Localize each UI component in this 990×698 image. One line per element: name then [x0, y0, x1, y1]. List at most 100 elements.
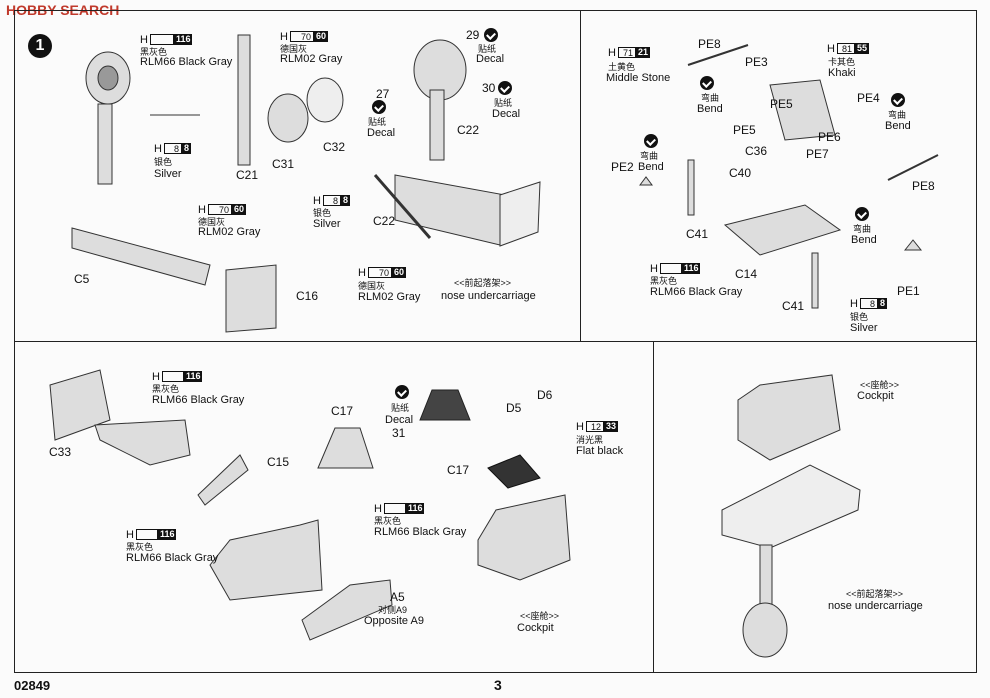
panel-overview — [653, 341, 977, 673]
paint-name-cn: 黑灰色 — [152, 384, 180, 394]
paint-name-en: Silver — [154, 168, 182, 180]
paint-name-en: RLM66 Black Gray — [650, 286, 743, 298]
part-label-pe2: PE2 — [611, 160, 634, 174]
floor-drawing — [71, 227, 211, 286]
seat-base-drawing — [723, 204, 842, 256]
part-label-c16: C16 — [296, 289, 319, 303]
paint-name-cn: 德国灰 — [198, 217, 226, 227]
product-code: 02849 — [14, 678, 51, 693]
paint-name-cn: 黑灰色 — [140, 47, 168, 57]
bend-label-en: Bend — [851, 234, 877, 246]
paint-name-cn: 黑灰色 — [374, 516, 402, 526]
panel-c17-drawing — [317, 427, 374, 469]
overview-floor-drawing — [721, 464, 861, 549]
bend-label-en: Bend — [697, 103, 723, 115]
decal-icon — [484, 28, 498, 42]
bend-label-en: Bend — [638, 161, 664, 173]
wheel-half-drawing — [267, 93, 309, 143]
a5-drawing — [301, 579, 393, 641]
part-label-c17: C17 — [331, 404, 354, 418]
decal-label-en: Decal — [385, 414, 414, 426]
part-label-a5: A5 — [390, 590, 405, 604]
decal-number: 31 — [392, 426, 406, 440]
cockpit-wall-drawing — [49, 369, 111, 441]
overview-cockpit-drawing — [737, 374, 841, 461]
part-label-c33: C33 — [49, 445, 72, 459]
part-label-pe6: PE6 — [818, 130, 841, 144]
decal-number: 30 — [482, 81, 496, 95]
cockpit-assembled-drawing — [209, 519, 323, 601]
decal-icon — [498, 81, 512, 95]
bend-label-cn: 弯曲 — [640, 151, 659, 161]
part-label-d6: D6 — [537, 388, 553, 402]
caption-en: nose undercarriage — [441, 290, 536, 302]
bend-icon — [700, 76, 714, 90]
part-label-c41: C41 — [686, 227, 709, 241]
paint-name-cn: 土黄色 — [608, 62, 636, 72]
bend-label-cn: 弯曲 — [701, 93, 720, 103]
paint-name-cn: 德国灰 — [358, 281, 386, 291]
part-label-c5: C5 — [74, 272, 90, 286]
bay-drawing — [394, 174, 506, 246]
part-label-pe5: PE5 — [733, 123, 756, 137]
caption-cn: <<座舱>> — [520, 611, 560, 621]
decal-label-cn: 贴纸 — [494, 98, 513, 108]
decal-label-cn: 贴纸 — [368, 117, 387, 127]
opposite-label-cn: 对侧A9 — [378, 605, 408, 615]
c17-installed-drawing — [487, 454, 541, 489]
part-label-c40: C40 — [729, 166, 752, 180]
decal-31-drawing — [419, 389, 471, 421]
paint-name-cn: 德国灰 — [280, 44, 308, 54]
paint-name-en: Khaki — [828, 67, 856, 79]
paint-name-cn: 银色 — [313, 208, 332, 218]
decal-number: 29 — [466, 28, 480, 42]
step-number-badge: 1 — [28, 34, 52, 58]
c15-drawing — [197, 454, 249, 506]
part-label-c21: C21 — [236, 168, 259, 182]
decal-label-cn: 贴纸 — [478, 44, 497, 54]
paint-name-cn: 黑灰色 — [650, 276, 678, 286]
oleo-drawing — [237, 34, 251, 166]
paint-name-en: RLM66 Black Gray — [374, 526, 467, 538]
caption-en: Cockpit — [857, 390, 894, 402]
caption-cn: <<前起落架>> — [454, 278, 512, 288]
paint-name-en: Silver — [850, 322, 878, 334]
paint-name-en: Flat black — [576, 445, 624, 457]
cockpit-floor-drawing — [94, 419, 191, 466]
bend-label-cn: 弯曲 — [888, 110, 907, 120]
part-label-pe1: PE1 — [897, 284, 920, 298]
part-label-d5: D5 — [506, 401, 522, 415]
part-label-pe4: PE4 — [857, 91, 880, 105]
bend-icon — [891, 93, 905, 107]
paint-name-en: RLM66 Black Gray — [152, 394, 245, 406]
bend-icon — [855, 207, 869, 221]
paint-name-cn: 银色 — [154, 157, 173, 167]
bend-label-cn: 弯曲 — [853, 224, 872, 234]
part-label-c15: C15 — [267, 455, 290, 469]
paint-name-cn: 银色 — [850, 312, 869, 322]
paint-name-cn: 卡其色 — [828, 57, 856, 67]
part-label-c31: C31 — [272, 157, 295, 171]
part-label-pe3: PE3 — [745, 55, 768, 69]
paint-name-cn: 黑灰色 — [126, 542, 154, 552]
caption-en: Cockpit — [517, 622, 554, 634]
decal-label-en: Decal — [476, 53, 505, 65]
part-label-c41: C41 — [782, 299, 805, 313]
paint-name-en: RLM02 Gray — [280, 53, 343, 65]
paint-name-en: RLM02 Gray — [198, 226, 261, 238]
overview-wheel-drawing — [742, 602, 788, 658]
paint-name-en: RLM02 Gray — [358, 291, 421, 303]
part-label-c36: C36 — [745, 144, 768, 158]
bend-label-en: Bend — [885, 120, 911, 132]
